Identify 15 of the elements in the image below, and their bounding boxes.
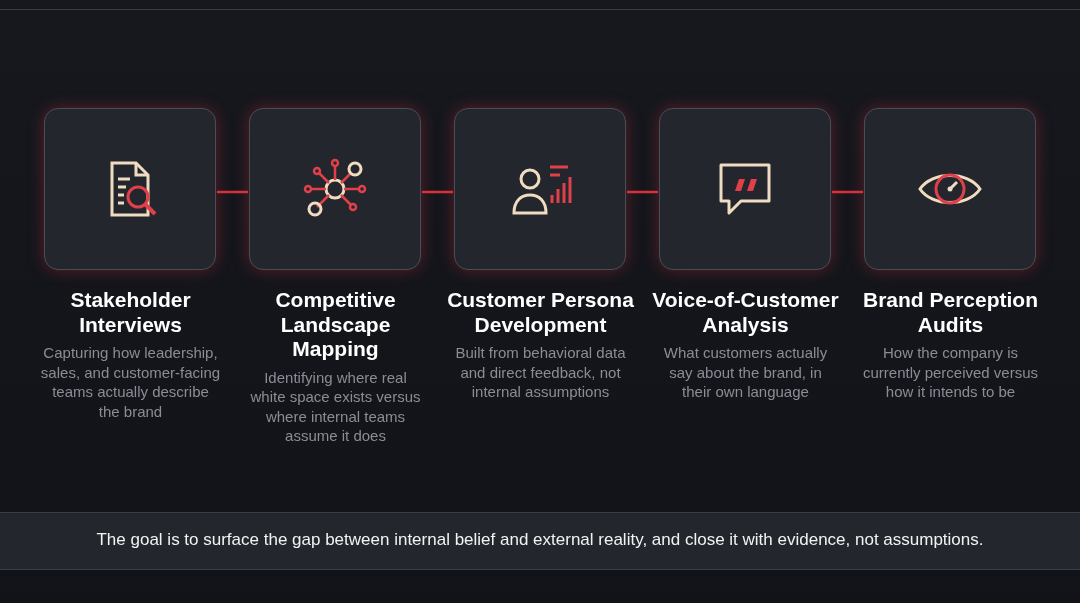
step-heading: Competitive Landscape Mapping: [274, 288, 397, 362]
step-heading: Voice-of-Customer Analysis: [651, 288, 840, 337]
step-description: Built from behavioral data and direct feedback, not internal assumptions: [454, 343, 627, 402]
step-description: What customers actually say about the brand, in their own language: [662, 343, 829, 402]
connector-line: [832, 190, 863, 194]
step-description: Identifying where real white space exists versus where internal teams assume it does: [249, 367, 422, 446]
connector-line: [217, 190, 248, 194]
step-heading: Brand Perception Audits: [861, 288, 1039, 337]
connector-line: [422, 190, 453, 194]
step-heading: Stakeholder Interviews: [69, 288, 192, 337]
summary-note: The goal is to surface the gap between internal belief and external reality, and close it with evidence, not assumptions.: [95, 530, 985, 550]
connector-line: [627, 190, 658, 194]
step-description: Capturing how leadership, sales, and customer-facing teams actually describe the brand: [40, 343, 221, 421]
step-heading: Customer Persona Development: [446, 288, 635, 337]
step-description: How the company is currently perceived versus how it intends to be: [861, 343, 1040, 402]
